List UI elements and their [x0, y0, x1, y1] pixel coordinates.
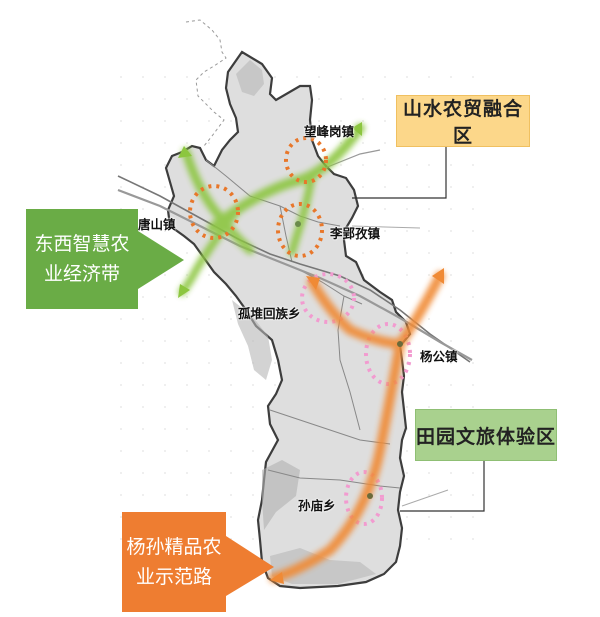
callout-shanshui-zone: 山水农贸融合区: [396, 95, 530, 147]
callout-tianyuan-label: 田园文旅体验区: [416, 425, 557, 448]
green-arrow-shape: [26, 209, 184, 309]
terrain-patch-southwest: [262, 460, 300, 530]
terrain-patch-south: [270, 548, 376, 584]
township-boundaries: [205, 159, 401, 489]
green-arrowheads: [178, 122, 362, 298]
highway-line: [117, 188, 473, 361]
pink-dotted-circle-sunmiao: [344, 470, 384, 526]
leader-line-tianyuan: [400, 461, 485, 512]
orange-arrow-shape: [122, 512, 274, 612]
town-label-liyingzi: 李郢孜镇: [330, 226, 381, 241]
callout-tianyuan-zone: 田园文旅体验区: [415, 409, 557, 461]
arrow-callout-yangsun-road: 杨孙精品农 业示范路: [122, 512, 277, 614]
region-outline: [164, 50, 412, 590]
arrow-callout-dongxi-belt: 东西智慧农 业经济带: [26, 209, 186, 311]
terrain-patch-north: [236, 60, 264, 96]
town-marker-liyingzi: [295, 221, 301, 227]
neighbor-dashed-outline: [185, 19, 227, 147]
terrain-patch-west: [232, 300, 272, 380]
town-marker-sunmiao: [367, 493, 373, 499]
road-line-east: [351, 225, 421, 229]
town-marker-yanggong: [397, 341, 403, 347]
callout-shanshui-label: 山水农贸融合区: [402, 98, 523, 147]
arrow-callout-yangsun-text: 杨孙精品农 业示范路: [122, 512, 226, 612]
leader-line-shanshui: [352, 147, 447, 199]
orange-dotted-circle-tangshan: [188, 184, 240, 240]
dongxi-line-2: 业经济带: [43, 263, 120, 285]
orange-dotted-circle-wangfenggang: [284, 136, 328, 184]
town-label-guduihuizu: 孤堆回族乡: [238, 306, 301, 321]
orange-dotted-circle-liyingzi: [276, 202, 324, 258]
railway-line: [117, 175, 471, 363]
town-label-wangfenggang: 望峰岗镇: [304, 124, 355, 139]
orange-arrowheads: [270, 268, 444, 584]
yangsun-line-2: 业示范路: [135, 566, 212, 588]
pink-dotted-circle-guduihuizu: [300, 272, 356, 324]
leader-line-tianyuan-diag: [401, 489, 449, 507]
dongxi-line-1: 东西智慧农: [34, 233, 130, 255]
arrow-callout-dongxi-text: 东西智慧农 业经济带: [26, 209, 138, 309]
yangsun-line-1: 杨孙精品农: [126, 536, 222, 558]
orange-demo-road-arrows: [269, 271, 445, 583]
town-label-sunmiao: 孙庙乡: [298, 498, 336, 513]
town-label-yanggong: 杨公镇: [420, 349, 458, 364]
town-label-tangshan: 唐山镇: [138, 217, 176, 232]
